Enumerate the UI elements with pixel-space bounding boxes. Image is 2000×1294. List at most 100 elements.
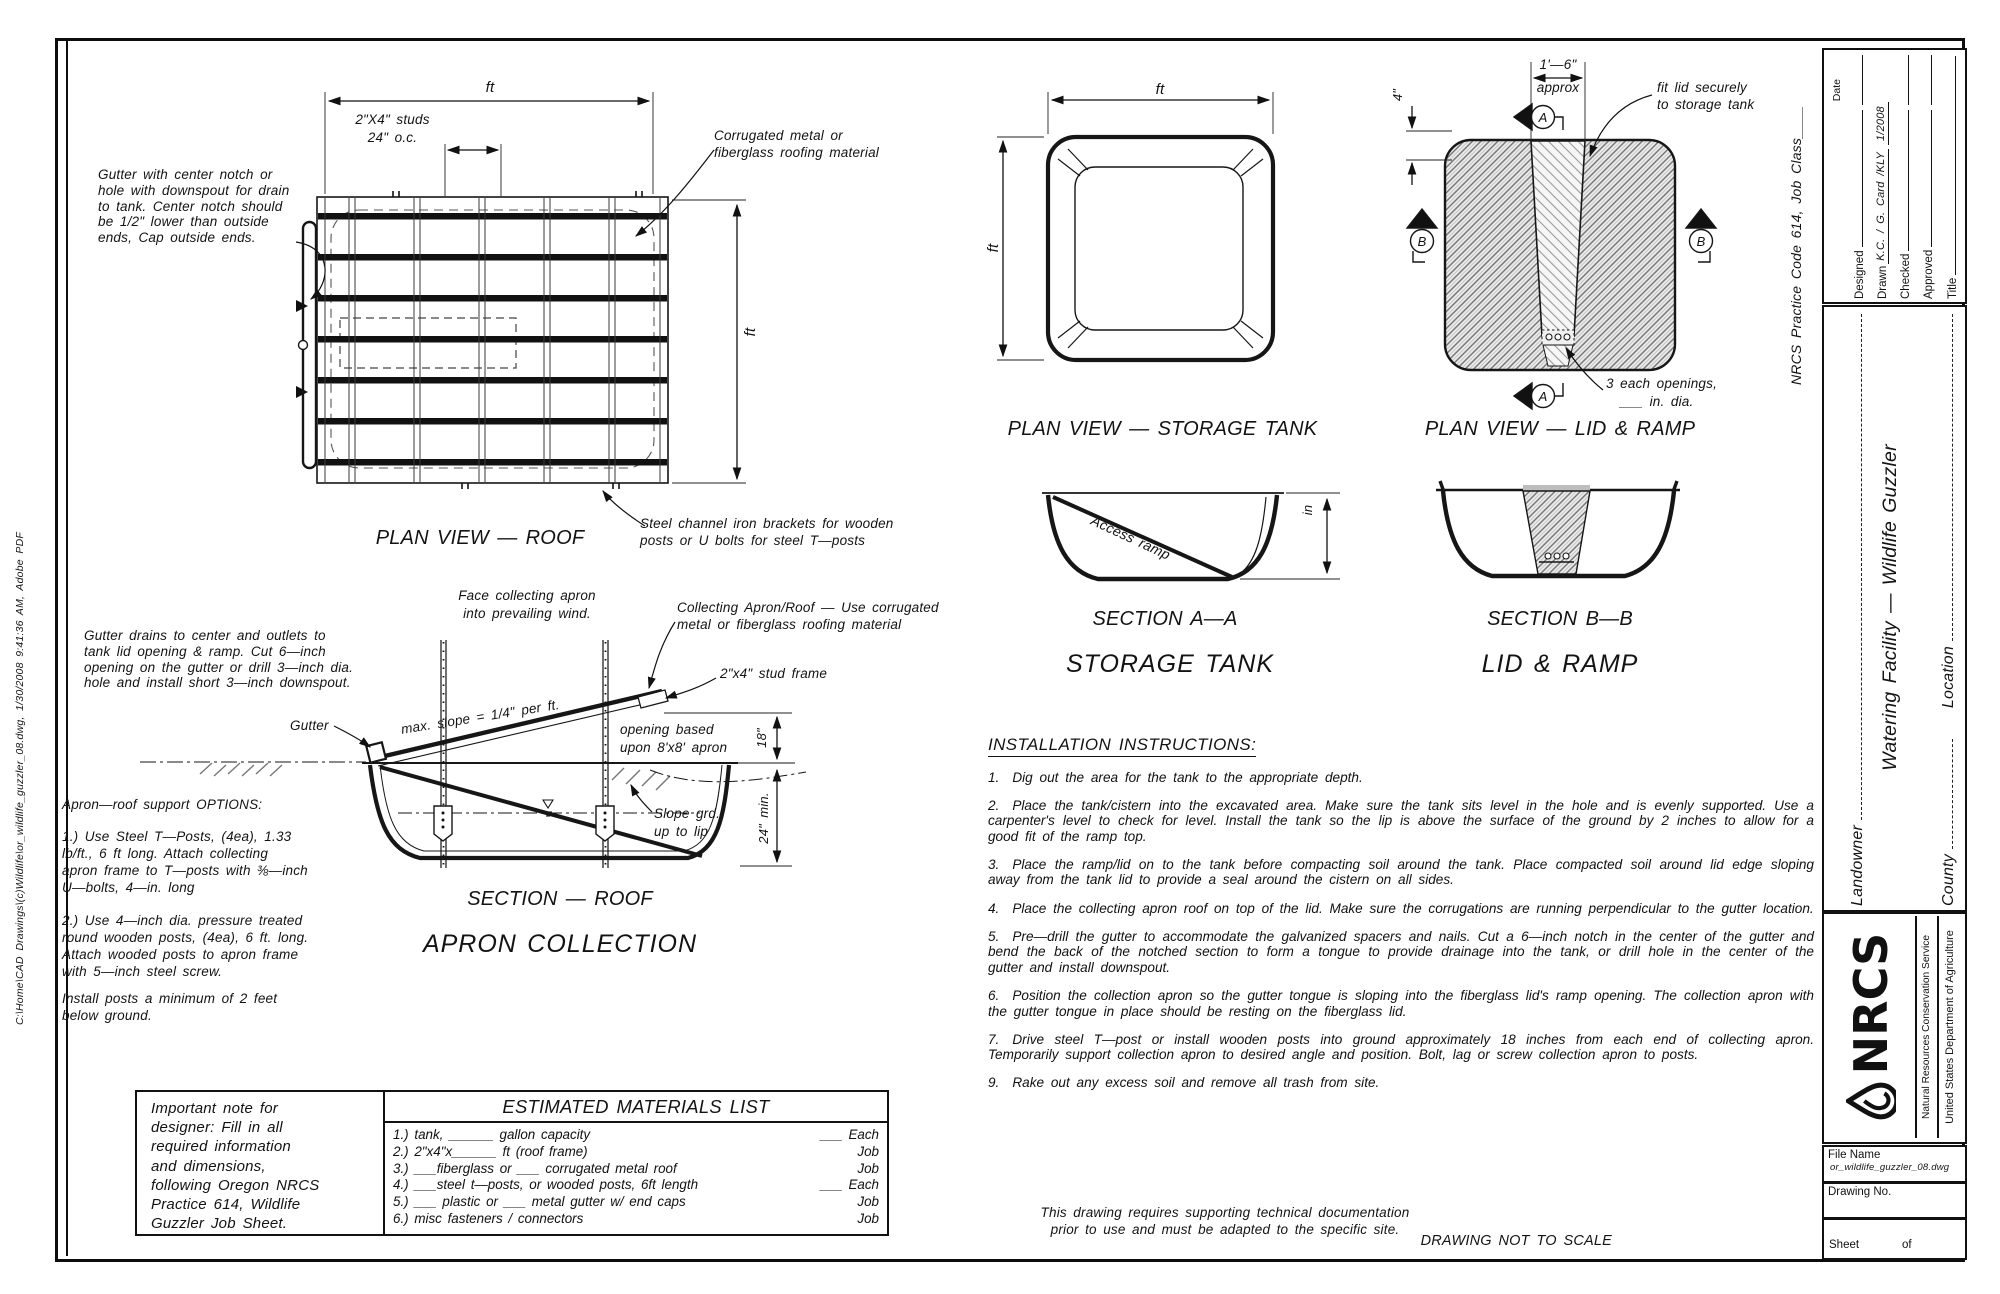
plot-stamp: C:\Home\CAD Drawings\(c)Wildlife\or_wild… <box>14 532 26 1025</box>
option-2: 2.) Use 4—inch dia. pressure treated rou… <box>62 913 309 979</box>
instruction-item: 4.Place the collecting apron roof on top… <box>988 900 1814 916</box>
gutter-label: Gutter <box>290 718 329 733</box>
materials-row: 4.) ___steel t—posts, or wooded posts, 6… <box>393 1177 879 1193</box>
collecting-callout-1: Collecting Apron/Roof — Use corrugated <box>677 600 939 615</box>
fit-lid-callout-2: to storage tank <box>1657 97 1755 112</box>
instruction-item: 9.Rake out any excess soil and remove al… <box>988 1075 1380 1091</box>
designed-label: Designed <box>1854 250 1866 299</box>
designer-note: Important note for designer: Fill in all… <box>137 1092 385 1234</box>
roof-dim-height: ft <box>742 327 759 337</box>
instruction-item: 5.Pre—drill the gutter to accommodate th… <box>988 928 1814 975</box>
apron-section-drawing <box>140 621 807 868</box>
file-name-value: or_wildlife_guzzler_08.dwg <box>1830 1162 1950 1173</box>
openings-callout-2: ___ in. dia. <box>1620 394 1694 409</box>
instruction-item: 1.Dig out the area for the tank to the a… <box>988 769 1363 785</box>
tank-section-drawing <box>1042 492 1340 582</box>
stud-frame-callout: 2"x4" stud frame <box>720 666 828 681</box>
sheet-border-inner-line <box>66 38 68 1256</box>
adapt-note-2: prior to use and must be adapted to the … <box>1050 1222 1400 1237</box>
face-wind-1: Face collecting apron <box>458 588 596 603</box>
tank-plan-title: PLAN VIEW — STORAGE TANK <box>1007 418 1318 440</box>
openings-callout-1: 3 each openings, <box>1606 376 1718 391</box>
collecting-callout-2: metal or fiberglass roofing material <box>677 617 902 632</box>
instruction-item: 3.Place the ramp/lid on to the tank befo… <box>988 856 1814 888</box>
option-3: Install posts a minimum of 2 feet below … <box>62 991 278 1023</box>
location-label: Location <box>1940 646 1957 709</box>
section-marker-a-top-label: A <box>1538 110 1548 125</box>
project-title: Watering Facility — Wildlife Guzzler <box>1879 444 1901 771</box>
titleblock-project: Landowner Watering Facility — Wildlife G… <box>1822 305 1967 912</box>
tank-depth-dim: in <box>1300 504 1315 516</box>
lid-section-drawing <box>1436 480 1680 579</box>
tank-plan-drawing <box>997 92 1276 363</box>
agency-department: United States Department of Agriculture <box>1937 916 1962 1138</box>
section-aa-title: SECTION A—A <box>1092 608 1238 630</box>
instruction-item: 6.Position the collection apron so the g… <box>988 987 1814 1019</box>
dim-18: 18" <box>754 728 769 748</box>
slope-grade-1: Slope grd. <box>654 806 721 821</box>
titleblock-filename: File Name or_wildlife_guzzler_08.dwg <box>1822 1145 1967 1183</box>
installation-instructions: INSTALLATION INSTRUCTIONS: 1.Dig out the… <box>988 735 1814 1091</box>
titleblock-agency: NRCS Natural Resources Conservation Serv… <box>1822 912 1967 1144</box>
options-heading: Apron—roof support OPTIONS: <box>62 797 263 812</box>
checked-label: Checked <box>1900 253 1912 299</box>
approved-label: Approved <box>1923 249 1935 299</box>
lid-dim-edge: 4" <box>1390 88 1405 102</box>
instruction-item: 7.Drive steel T—post or install wooden p… <box>988 1031 1814 1063</box>
lid-ramp-title: LID & RAMP <box>1481 650 1639 678</box>
instructions-heading: INSTALLATION INSTRUCTIONS: <box>988 735 1257 757</box>
storage-tank-title: STORAGE TANK <box>1065 650 1275 678</box>
fit-lid-callout-1: fit lid securely <box>1657 80 1747 95</box>
option-1: 1.) Use Steel T—Posts, (4ea), 1.33 lb/ft… <box>62 829 308 895</box>
agency-name: Natural Resources Conservation Service <box>1915 916 1937 1138</box>
practice-code: NRCS Practice Code 614, Job Class____ <box>1788 105 1804 385</box>
tank-dim-width: ft <box>1155 81 1165 98</box>
landowner-label: Landowner <box>1849 825 1866 906</box>
roofing-callout-1: Corrugated metal or <box>714 128 843 143</box>
section-bb-title: SECTION B—B <box>1487 608 1633 630</box>
drawn-label: Drawn <box>1877 265 1889 299</box>
title-label: Title <box>1947 277 1959 299</box>
lid-dim-width-1: 1'—6" <box>1539 57 1577 72</box>
materials-row: 5.) ___ plastic or ___ metal gutter w/ e… <box>393 1194 879 1210</box>
bracket-callout-2: posts or U bolts for steel T—posts <box>640 533 866 548</box>
instruction-item: 2.Place the tank/cistern into the excava… <box>988 797 1814 844</box>
date-label: Date <box>1831 79 1843 102</box>
titleblock-sheet: Sheet of <box>1822 1218 1967 1260</box>
materials-row: 3.) ___fiberglass or ___ corrugated meta… <box>393 1160 879 1176</box>
lid-plan-drawing: A A B B <box>1405 62 1718 411</box>
roof-dim-width: ft <box>485 79 495 96</box>
gutter-note: Gutter with center notch or hole with do… <box>98 167 290 246</box>
section-roof-title: SECTION — ROOF <box>467 888 653 910</box>
bracket-callout-1: Steel channel iron brackets for wooden <box>640 516 894 531</box>
lid-plan-title: PLAN VIEW — LID & RAMP <box>1424 418 1696 440</box>
lid-dim-width-2: approx <box>1536 80 1580 95</box>
nrcs-logo-text: NRCS <box>1844 932 1898 1075</box>
not-to-scale-note: DRAWING NOT TO SCALE <box>1420 1233 1612 1249</box>
materials-list: Important note for designer: Fill in all… <box>135 1090 889 1236</box>
sheet-label: Sheet <box>1829 1239 1860 1251</box>
sheet-of-label: of <box>1902 1239 1912 1251</box>
dim-24-min: 24" min. <box>756 792 771 844</box>
titleblock-signatures: Date Designed Drawn K.C. / G. Card /KLY … <box>1822 48 1967 304</box>
face-wind-2: into prevailing wind. <box>463 606 591 621</box>
adapt-note-1: This drawing requires supporting technic… <box>1040 1205 1410 1220</box>
roof-studs-label-1: 2"X4" studs <box>355 112 430 127</box>
roofing-callout-2: fiberglass roofing material <box>714 145 879 160</box>
titleblock-drawing-no: Drawing No. <box>1822 1182 1967 1219</box>
nrcs-droplet-icon <box>1846 1083 1896 1120</box>
gutter-drain-note: Gutter drains to center and outlets to t… <box>84 628 354 691</box>
date-value: 1/2008 <box>1875 102 1889 145</box>
materials-header: ESTIMATED MATERIALS LIST <box>385 1092 887 1123</box>
tank-dim-height: ft <box>985 243 1002 253</box>
materials-row: 2.) 2"x4"x______ ft (roof frame)Job <box>393 1143 879 1159</box>
materials-row: 1.) tank, ______ gallon capacity___ Each <box>393 1127 879 1142</box>
roof-plan-drawing <box>295 92 746 527</box>
section-marker-a-bottom-label: A <box>1538 389 1548 404</box>
county-label: County <box>1940 854 1957 906</box>
apron-collection-title: APRON COLLECTION <box>422 930 698 958</box>
roof-studs-label-2: 24" o.c. <box>367 130 418 145</box>
